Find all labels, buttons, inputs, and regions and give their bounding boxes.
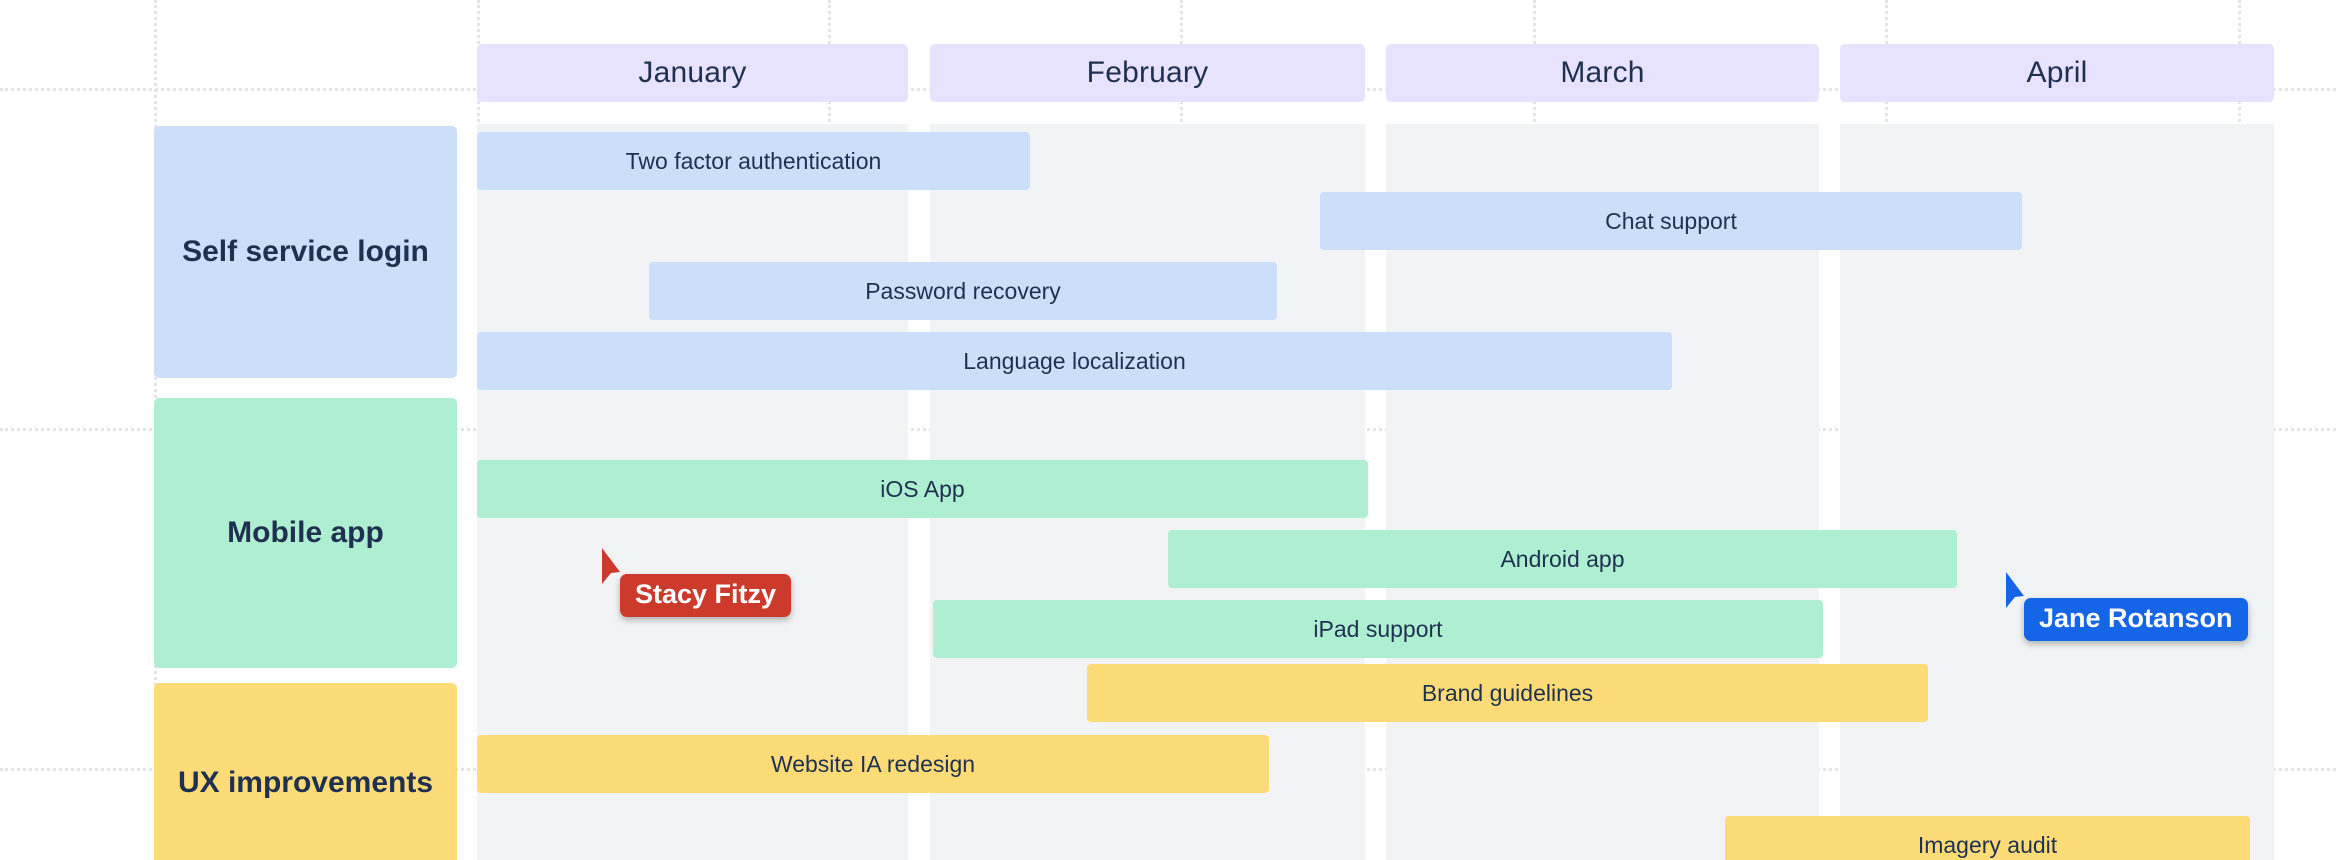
task-bar[interactable]: iPad support xyxy=(933,600,1823,658)
task-bar[interactable]: Language localization xyxy=(477,332,1672,390)
task-bar[interactable]: Android app xyxy=(1168,530,1957,588)
month-header-february[interactable]: February xyxy=(930,44,1365,102)
task-bar[interactable]: Brand guidelines xyxy=(1087,664,1928,722)
group-label-mobile-app[interactable]: Mobile app xyxy=(154,398,457,668)
group-label-ux-improvements[interactable]: UX improvements xyxy=(154,683,457,860)
task-bar[interactable]: iOS App xyxy=(477,460,1368,518)
cursor-name-label: Jane Rotanson xyxy=(2024,598,2248,641)
group-label-self-service-login[interactable]: Self service login xyxy=(154,126,457,378)
cursor-pointer-icon xyxy=(602,548,620,584)
month-header-january[interactable]: January xyxy=(477,44,908,102)
task-bar[interactable]: Password recovery xyxy=(649,262,1277,320)
cursor-pointer-icon xyxy=(2006,572,2024,608)
cursor-name-label: Stacy Fitzy xyxy=(620,574,792,617)
month-header-march[interactable]: March xyxy=(1386,44,1819,102)
task-bar[interactable]: Website IA redesign xyxy=(477,735,1269,793)
month-header-april[interactable]: April xyxy=(1840,44,2274,102)
task-bar[interactable]: Chat support xyxy=(1320,192,2022,250)
task-bar[interactable]: Two factor authentication xyxy=(477,132,1030,190)
task-bar[interactable]: Imagery audit xyxy=(1725,816,2250,860)
